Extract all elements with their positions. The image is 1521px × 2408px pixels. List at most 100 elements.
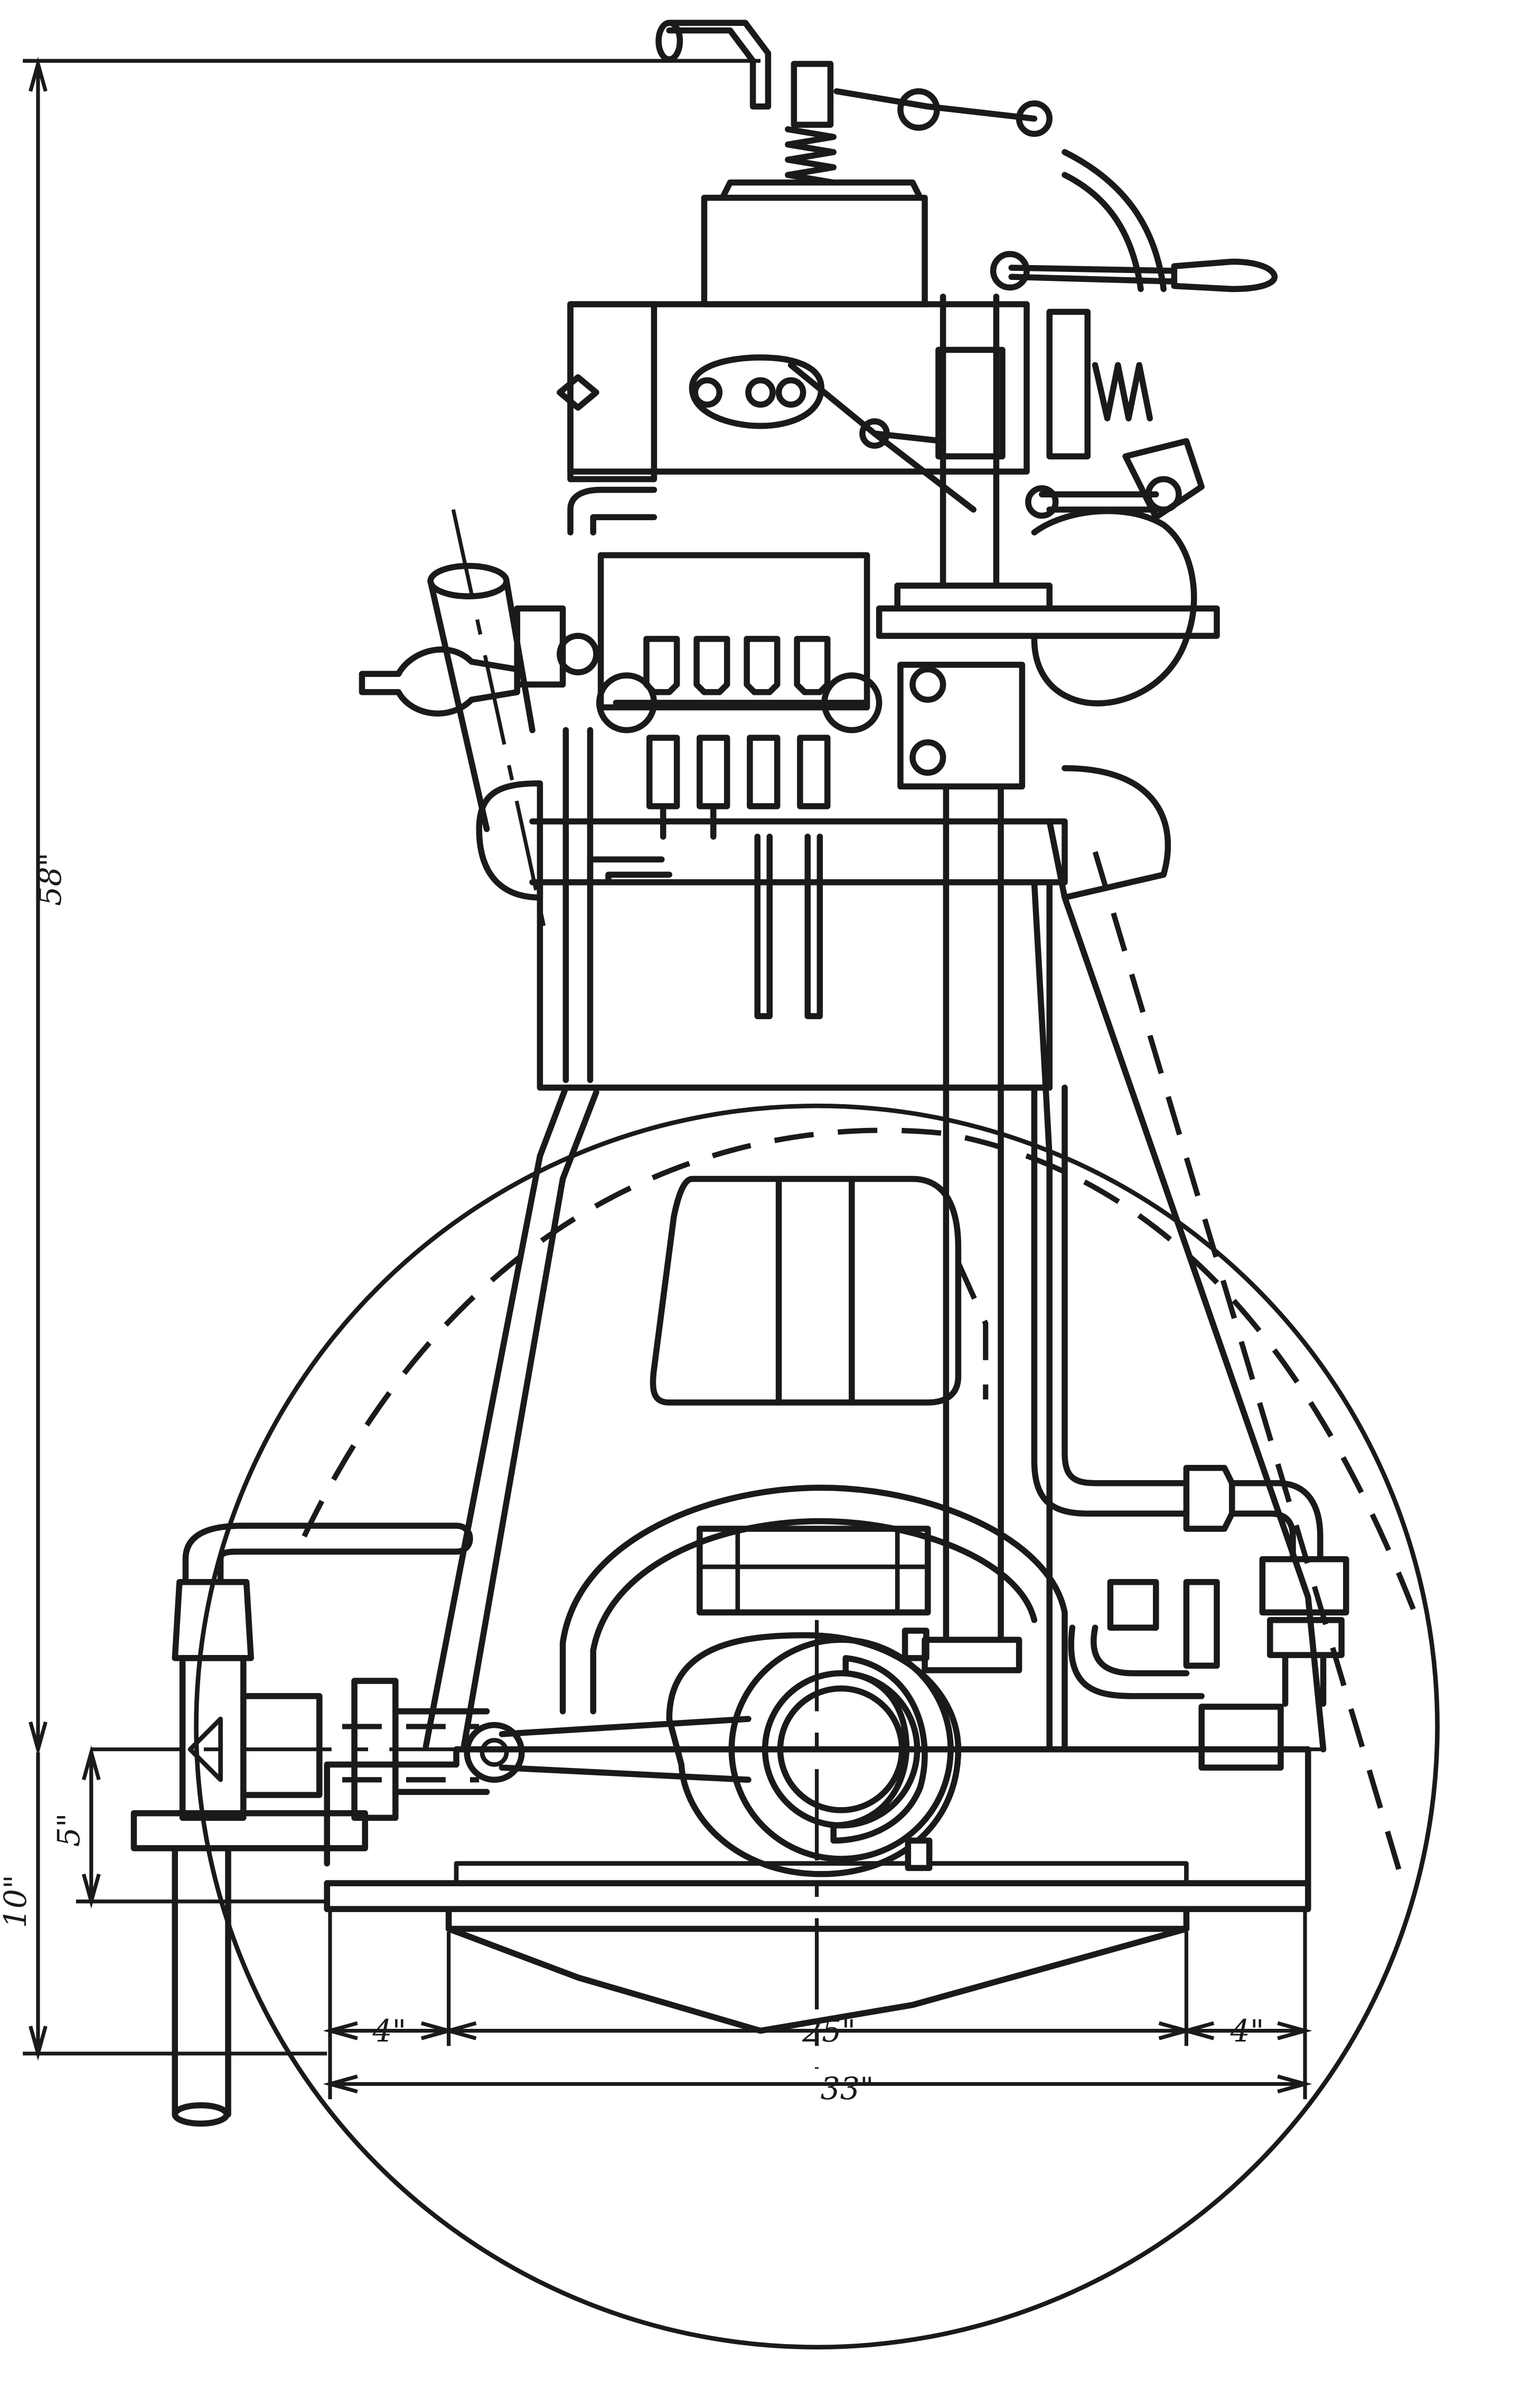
- lubricator-box: [597, 552, 870, 711]
- timer-terminal-3: [775, 377, 806, 408]
- frame-left-leg: [422, 1084, 569, 1749]
- oil-feed-1: [643, 636, 680, 840]
- fuel-valve: [557, 633, 599, 675]
- water-pipe-down: [1282, 1652, 1327, 1707]
- cylinder-collar: [529, 818, 1068, 886]
- fuel-line: [562, 727, 594, 1083]
- rocker-pivot: [897, 88, 940, 131]
- bedplate-body: [324, 1746, 1311, 1886]
- intake-centerline: [451, 509, 550, 944]
- oil-feed-2: [693, 636, 730, 840]
- crank-arch-outer: [559, 1484, 1068, 1749]
- pump-rod-pin: [480, 1738, 509, 1767]
- cooling-water-piping: [1031, 1084, 1349, 1771]
- valve-gear: [557, 20, 1278, 707]
- rocker-arm: [833, 88, 1038, 122]
- frame-right-leg-inner: [1031, 879, 1053, 1749]
- pump-rod-body: [499, 1716, 752, 1783]
- valve-stem-cap: [791, 61, 834, 128]
- valve-spring: [785, 126, 837, 186]
- dim-58-arrow-bottom: [29, 1721, 48, 1757]
- crosshead: [897, 662, 1026, 1673]
- dim-25-label: 25": [802, 2013, 856, 2049]
- water-pipe-continue: [1229, 1480, 1323, 1563]
- crank-counterweight-slot: [830, 1655, 928, 1844]
- fuel-cock: [514, 605, 566, 688]
- push-rod-guide: [935, 346, 1006, 459]
- crosshead-clamp: [922, 1636, 1022, 1673]
- cylinder: [476, 780, 1068, 1091]
- crankshaft-assembly: [91, 1620, 1323, 2069]
- upper-pipe: [567, 486, 658, 535]
- dim-4-right-arrows: [1179, 2021, 1312, 2040]
- water-pipe-inner: [1062, 1084, 1190, 1487]
- left-gas-valve-box: [567, 301, 658, 483]
- crank-housing: [559, 1484, 1068, 1749]
- pump-rod: [342, 1716, 752, 1783]
- linkage-pivot: [859, 418, 890, 449]
- water-valve-fitting: [1107, 1579, 1220, 1669]
- intake: [359, 509, 599, 1083]
- frame-right-leg: [1046, 818, 1327, 1753]
- pump-rod-hidden: [342, 1724, 480, 1783]
- crank-arch-inner: [590, 1518, 1038, 1715]
- flywheel: [194, 851, 1440, 2350]
- dimension-lines: 58" 10" 5" 4" 25" 4" 33": [0, 57, 1312, 2106]
- gas-valve-knob: [557, 374, 599, 411]
- water-valve-lower: [1267, 1617, 1345, 1658]
- flywheel-hidden-rim: [302, 1127, 1417, 1614]
- water-tee: [1198, 1704, 1284, 1771]
- igniter-box: [1046, 308, 1091, 459]
- throttle-lever: [1008, 265, 1175, 285]
- dim-58-arrow-top: [29, 57, 48, 92]
- pump-pipe-cap: [453, 1522, 473, 1555]
- governor-pivot: [1025, 485, 1059, 519]
- pump-foot: [130, 1810, 368, 1851]
- water-valve-upper: [1259, 1556, 1349, 1616]
- dim-4-right-label: 4": [1230, 2013, 1264, 2049]
- water-pipe-outer: [1031, 1084, 1190, 1517]
- crosshead-bolt-top: [909, 666, 946, 703]
- cylinder-body: [537, 879, 1053, 1091]
- water-outlet-pipe: [1068, 1624, 1205, 1699]
- lubricator: [587, 552, 882, 1020]
- cylinder-water-jacket: [476, 780, 543, 901]
- starting-handle: [666, 20, 772, 110]
- crosshead-block: [897, 662, 1026, 790]
- governor-quadrant: [1062, 149, 1167, 293]
- dim-10-label: 10": [0, 1875, 33, 1928]
- pump-suction-opening: [172, 2102, 230, 2127]
- crankcase-inspection-window: [650, 1175, 989, 1406]
- dim-5-label: 5": [51, 1813, 87, 1847]
- dim-33-arrows: [323, 2074, 1312, 2094]
- linkage-arm: [787, 362, 977, 513]
- pump-body: [179, 1655, 247, 1821]
- dim-10-arrow-bottom: [29, 2026, 48, 2061]
- lubricator-drain-pipe: [587, 856, 672, 886]
- crank-bolt-bottom: [905, 1837, 933, 1871]
- dim-5-arrow-bottom: [81, 1873, 101, 1909]
- flywheel-rim-circle: [194, 1103, 1440, 2350]
- frame-side-curve: [1062, 765, 1171, 901]
- window-outline: [650, 1175, 962, 1406]
- window-hidden-edge: [955, 1261, 989, 1400]
- frame-left-leg-inner: [461, 1089, 599, 1749]
- bilge-pump: [130, 1522, 490, 2127]
- head-flange-cap: [894, 582, 1053, 612]
- crosshead-rod: [943, 783, 1004, 1643]
- cylinder-head: [567, 301, 1030, 475]
- pump-rod-eye: [464, 1722, 525, 1783]
- dim-33-label: 33": [821, 2071, 874, 2106]
- air-valve: [359, 646, 520, 717]
- pump-discharge: [240, 1693, 323, 1798]
- head-upper: [701, 194, 928, 307]
- oil-feed-3: [744, 636, 781, 1020]
- pump-suction-pipe: [172, 1845, 231, 2118]
- bedplate-fillet: [454, 1861, 1189, 1886]
- timer-terminal-2: [745, 377, 776, 408]
- throttle-handle: [1171, 258, 1278, 293]
- main-bearing-block: [697, 1526, 931, 1616]
- crosshead-bolt-bottom: [909, 739, 946, 776]
- rocker-end: [1016, 100, 1053, 137]
